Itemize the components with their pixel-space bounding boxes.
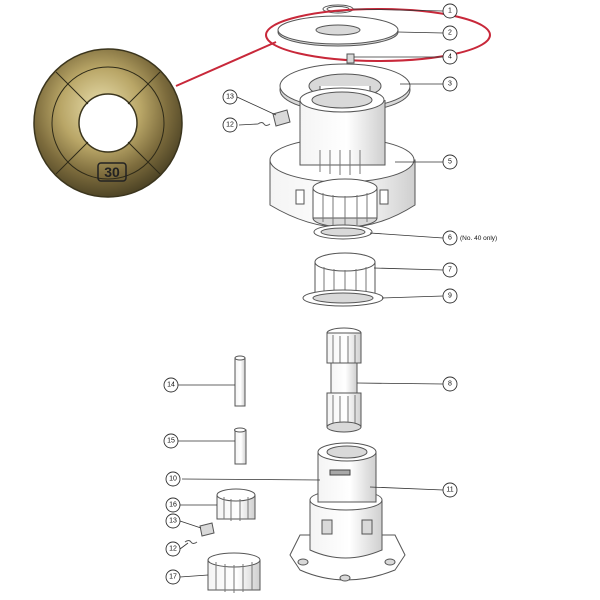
part-4-key (346, 53, 355, 64)
highlight-connector (175, 41, 277, 87)
callout-14: 14 (163, 377, 179, 393)
callout-6: 6 (No. 40 only) (442, 230, 497, 246)
part-11-base-housing (289, 442, 406, 582)
callout-15: 15 (163, 433, 179, 449)
svg-text:9: 9 (448, 293, 452, 300)
callout-10: 10 (165, 471, 181, 487)
svg-text:3: 3 (448, 81, 452, 88)
part-8-shaft (326, 327, 362, 433)
svg-text:12: 12 (169, 546, 177, 553)
part-17-large-gear (207, 552, 261, 593)
highlight-ellipse (265, 8, 491, 62)
callout-16: 16 (165, 497, 181, 513)
part-15-short-pin (234, 427, 247, 465)
part-16-gear (216, 488, 256, 521)
part-6-spacer-ring (313, 224, 373, 240)
svg-text:13: 13 (226, 94, 234, 101)
svg-text:8: 8 (448, 381, 452, 388)
callout-1: 1 (442, 3, 458, 19)
part-14-pin (234, 355, 246, 407)
svg-text:6: 6 (448, 235, 452, 242)
svg-text:7: 7 (448, 267, 452, 274)
svg-text:17: 17 (169, 574, 177, 581)
washer-photo-inset: 30 (33, 48, 183, 198)
svg-text:13: 13 (169, 518, 177, 525)
part-12-spring-lower (184, 540, 198, 544)
part-12-spring-upper (257, 122, 271, 126)
svg-text:14: 14 (167, 382, 175, 389)
callout-12-lower: 12 (165, 541, 181, 557)
callout-11: 11 (442, 482, 458, 498)
svg-text:5: 5 (448, 159, 452, 166)
callout-2: 2 (442, 25, 458, 41)
callout-8: 8 (442, 376, 458, 392)
part-13-pawl-lower (199, 522, 215, 537)
part-2-thrust-washer (277, 15, 399, 47)
svg-text:15: 15 (167, 438, 175, 445)
callout-5: 5 (442, 154, 458, 170)
callout-7: 7 (442, 262, 458, 278)
upper-roller-bearing (312, 178, 378, 228)
callout-12-upper: 12 (222, 117, 238, 133)
callout-17: 17 (165, 569, 181, 585)
svg-text:10: 10 (169, 476, 177, 483)
callout-13-lower: 13 (165, 513, 181, 529)
part-9-washer (302, 289, 384, 307)
part-13-pawl-upper (272, 109, 291, 127)
svg-text:4: 4 (448, 54, 452, 61)
leader-lines (178, 8, 444, 578)
svg-text:2: 2 (448, 30, 452, 37)
washer-stamp-label: 30 (104, 164, 120, 180)
svg-text:1: 1 (448, 8, 452, 15)
callout-4: 4 (442, 49, 458, 65)
callout-3: 3 (442, 76, 458, 92)
svg-text:16: 16 (169, 502, 177, 509)
callout-9: 9 (442, 288, 458, 304)
svg-text:12: 12 (226, 122, 234, 129)
part-6-note: (No. 40 only) (460, 235, 497, 242)
svg-text:11: 11 (446, 487, 453, 494)
callout-13-upper: 13 (222, 89, 238, 105)
